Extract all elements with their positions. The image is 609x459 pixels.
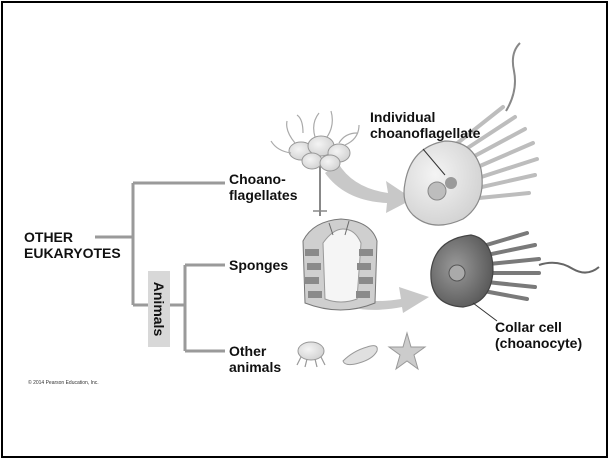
sponges-label: Sponges: [229, 257, 288, 273]
sponge-drawing: [303, 219, 377, 310]
copyright-notice: © 2014 Pearson Education, Inc.: [28, 380, 99, 386]
animals-clade-text: Animals: [151, 282, 167, 336]
sponges-label-text: Sponges: [229, 257, 288, 273]
other-animals-label-line-2: animals: [229, 359, 281, 375]
root-label: OTHER EUKARYOTES: [24, 229, 121, 261]
collar-cell-label: Collar cell (choanocyte): [495, 319, 582, 351]
individual-choanoflagellate-label: Individual choanoflagellate: [370, 109, 480, 141]
other-animals-label-line-1: Other: [229, 343, 281, 359]
individual-label-line-2: choanoflagellate: [370, 125, 480, 141]
collar-cell-label-line-2: (choanocyte): [495, 335, 582, 351]
other-animals-label: Other animals: [229, 343, 281, 375]
choanoflagellates-label-line-1: Choano-: [229, 171, 297, 187]
root-label-line-2: EUKARYOTES: [24, 245, 121, 261]
collar-cell-drawing: [431, 233, 599, 321]
other-animals-drawing: [297, 333, 425, 369]
collar-cell-label-line-1: Collar cell: [495, 319, 582, 335]
choanoflagellates-label-line-2: flagellates: [229, 187, 297, 203]
root-label-line-1: OTHER: [24, 229, 121, 245]
animals-clade-label: Animals: [148, 271, 170, 347]
individual-label-line-1: Individual: [370, 109, 480, 125]
arrow-choano: [325, 163, 413, 213]
choanoflagellates-label: Choano- flagellates: [229, 171, 297, 203]
